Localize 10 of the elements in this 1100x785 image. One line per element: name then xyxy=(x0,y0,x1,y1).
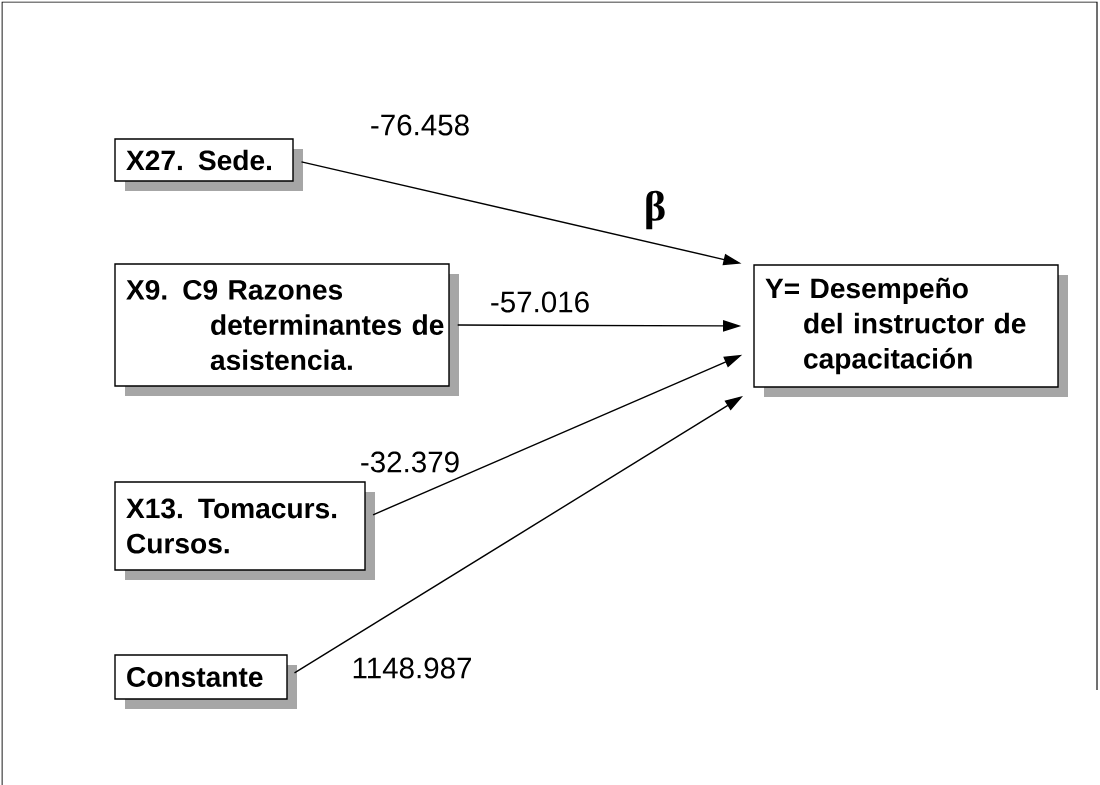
coefficient-label: -76.458 xyxy=(371,114,469,136)
beta-symbol: β xyxy=(646,190,665,230)
variable-box: Constante xyxy=(114,654,297,709)
variable-box: X13. Tomacurs. Cursos. xyxy=(114,481,375,580)
variable-box: Y= Desempeño del instructor de capacitación xyxy=(753,264,1068,397)
variable-box: X9. C9 Razones determinantes de asistencia. xyxy=(114,263,459,396)
coefficient-label: 1148.987 xyxy=(353,657,471,679)
coefficient-label: -57.016 xyxy=(491,291,589,313)
variable-box: X27. Sede. xyxy=(114,138,303,191)
coefficient-label: -32.379 xyxy=(361,451,459,473)
